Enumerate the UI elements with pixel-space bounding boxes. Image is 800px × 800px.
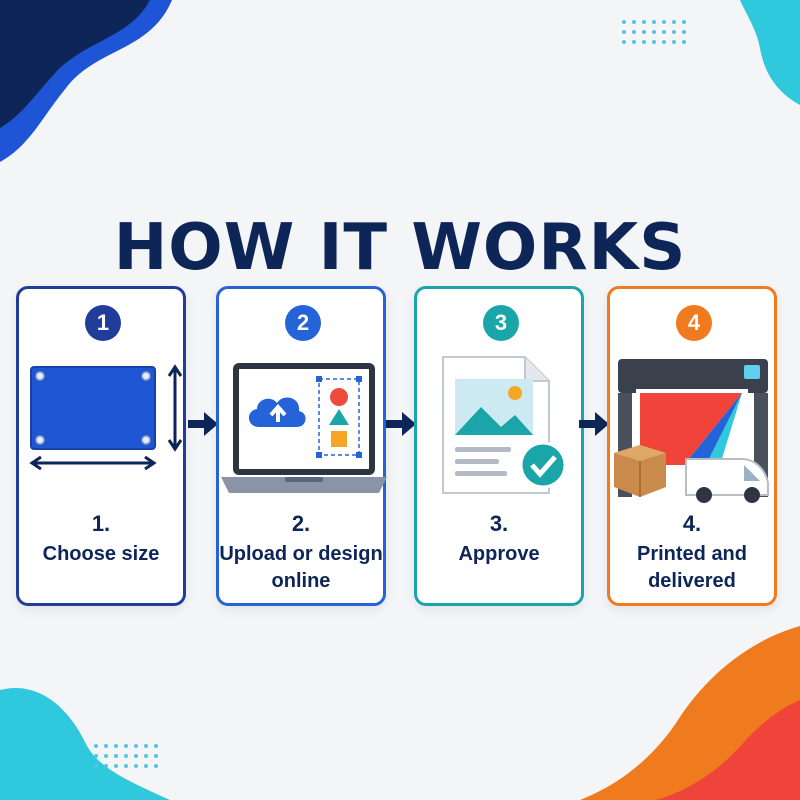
step-number-3: 3. [489, 511, 509, 536]
top-left-wave-shape [0, 0, 172, 162]
step-badge-4: 4 [676, 305, 712, 341]
arrow-right-icon [579, 412, 609, 436]
top-right-dot-grid [622, 20, 686, 44]
laptop-upload-icon [221, 363, 387, 493]
step-card-2: 2 2. Upload or design online [216, 286, 387, 606]
bottom-left-dot-grid [94, 744, 158, 768]
step-card-1: 1 1. Choose size [16, 286, 186, 606]
step-label-4: Printed and delivered [636, 543, 747, 592]
top-right-wave-shape [740, 0, 800, 105]
step-badge-3: 3 [483, 305, 519, 341]
step-card-4: 4 4. Printed and delivered [607, 286, 777, 606]
approved-document-icon [442, 356, 567, 494]
arrow-right-icon [188, 412, 218, 436]
step-label-1: Choose size [42, 543, 160, 565]
bottom-left-wave-shape [0, 688, 170, 800]
bottom-right-wave-shape [580, 626, 800, 800]
step-number-1: 1. [91, 511, 111, 536]
step-badge-1: 1 [85, 305, 121, 341]
banner-icon [29, 364, 183, 471]
printer-delivery-icon [614, 359, 769, 503]
page-title: HOW IT WORKS [113, 210, 687, 285]
step-label-2: Upload or design online [219, 543, 383, 592]
step-badge-2: 2 [285, 305, 321, 341]
step-number-4: 4. [682, 511, 702, 536]
step-card-3: 3 3. Approve [414, 286, 584, 606]
step-number-2: 2. [291, 511, 311, 536]
arrow-right-icon [386, 412, 416, 436]
step-label-3: Approve [458, 543, 540, 565]
